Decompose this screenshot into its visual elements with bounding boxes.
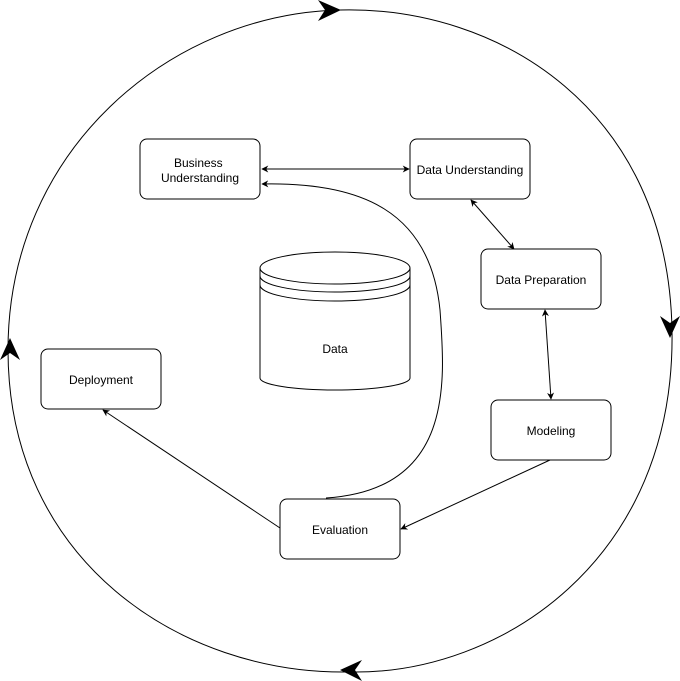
cycle-arrowhead-right [660,316,680,338]
cycle-arrowhead-top [318,0,341,21]
connector-evaluation-business [261,180,443,499]
label-line-2: Understanding [161,171,239,185]
node-deployment[interactable]: Deployment [40,348,162,410]
node-evaluation-label: Evaluation [312,523,368,537]
connector-preparation-modeling [541,309,555,400]
node-evaluation[interactable]: Evaluation [279,498,401,560]
node-data-understanding[interactable]: Data Understanding [409,138,531,200]
data-store-label: Data [322,342,348,356]
cycle-arrowhead-left [0,338,20,360]
node-business-understanding[interactable]: Business Understanding [139,138,261,200]
node-modeling[interactable]: Modeling [490,399,612,461]
cycle-arrowhead-bottom [340,660,362,681]
node-business-understanding-label: Business Understanding [161,156,239,185]
data-store-cylinder: Data [259,251,411,391]
connector-modeling-evaluation [400,459,551,530]
connector-evaluation-deployment [102,409,281,529]
node-modeling-label: Modeling [527,424,576,438]
node-data-understanding-label: Data Understanding [417,163,524,177]
label-line-1: Business [174,156,223,170]
node-deployment-label: Deployment [69,373,134,387]
node-data-preparation-label: Data Preparation [496,273,587,287]
connector-data-understanding-preparation [470,199,515,250]
node-data-preparation[interactable]: Data Preparation [480,248,602,310]
